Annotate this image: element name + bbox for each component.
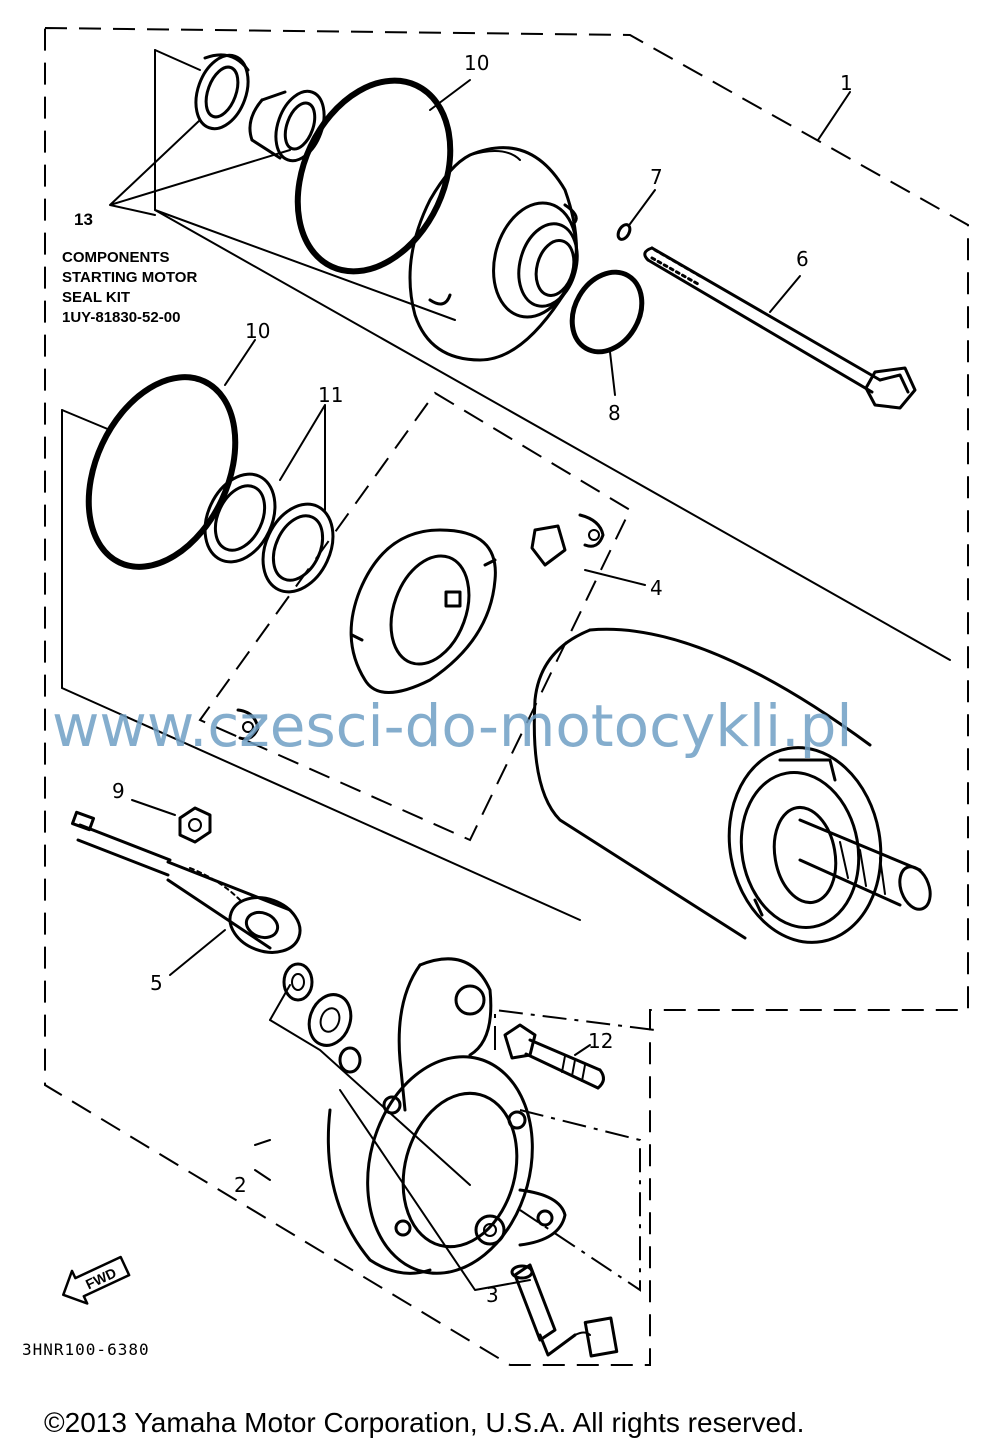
leader-lines [109,79,851,1291]
o-ring-10-middle [85,374,239,570]
main-body-boundary-top [61,409,111,431]
terminal-o-ring [338,1046,362,1074]
oil-seal-13 [194,53,250,131]
brush-terminal-3 [510,1263,619,1358]
callout-12: 12 [588,1029,613,1053]
callout-6: 6 [796,247,809,271]
o-ring-8 [569,269,645,355]
kit-label-line-2: STARTING MOTOR [62,269,197,286]
brush-spring-lower [236,708,260,741]
o-ring-10-top [294,77,454,275]
callout-10-top: 10 [464,51,489,75]
callout-13: 13 [74,210,93,229]
front-cover [408,146,579,362]
callout-10-middle: 10 [245,319,270,343]
kit-label-line-1: COMPONENTS [62,249,170,266]
rear-cover [326,957,567,1275]
terminal-nut-2 [282,962,314,1002]
through-bolt-6 [643,246,917,410]
callout-8: 8 [608,401,621,425]
callout-11: 11 [318,383,343,407]
rear-cover-group-boundary [494,1008,656,1050]
body-side-boundary [154,209,951,661]
kit-label-line-4: 1UY-81830-52-00 [62,309,180,326]
callout-9: 9 [112,779,125,803]
armature-shaft [798,818,932,911]
lead-wire-5 [70,810,302,954]
brush-plate-4 [349,528,497,694]
main-body-boundary [61,409,581,921]
callout-2: 2 [234,1173,247,1197]
callout-3: 3 [486,1283,499,1307]
copyright-text: ©2013 Yamaha Motor Corporation, U.S.A. A… [44,1407,804,1438]
callout-4: 4 [650,576,663,600]
callout-5: 5 [150,971,163,995]
yoke-housing [532,627,883,944]
assembly-boundary-1 [44,26,969,1366]
brush-spring [530,513,605,567]
fwd-arrow-icon: FWD [62,1255,131,1305]
small-o-ring-7 [616,223,632,241]
terminal-washer-2 [307,993,353,1047]
callout-7: 7 [650,165,663,189]
kit-label-line-3: SEAL KIT [62,289,130,306]
seal-kit-boundary-edge [154,49,201,71]
watermark-text: www.czesci-do-motocykli.pl [52,692,853,760]
drawing-code: 3HNR100-6380 [22,1340,150,1359]
rear-cover-lower-boundary [519,1109,641,1292]
washers-11 [203,472,335,594]
callout-1: 1 [840,71,853,95]
seal-kit-label: COMPONENTS STARTING MOTOR SEAL KIT 1UY-8… [62,249,197,326]
bolt-12 [503,1023,605,1090]
brush-plate-group-boundary [198,391,632,842]
nut-9 [178,806,212,844]
